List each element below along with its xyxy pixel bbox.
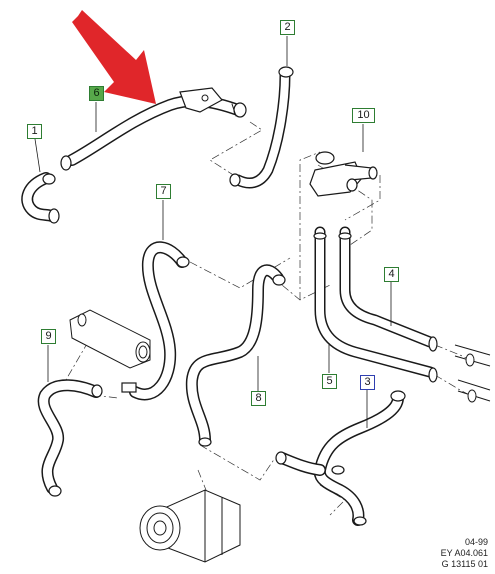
part-label-3: 3 (360, 375, 375, 390)
hose-2 (229, 66, 294, 189)
part-label-5: 5 (322, 374, 337, 389)
hose-1 (21, 172, 60, 224)
part-label-2: 2 (280, 20, 295, 35)
part-label-7: 7 (156, 184, 171, 199)
pipe-stubs (454, 344, 491, 403)
part-label-8: 8 (251, 391, 266, 406)
filter-housing (139, 489, 241, 563)
part-label-4: 4 (384, 267, 399, 282)
diagram-code-secondary: G 13115 01 (441, 559, 488, 569)
label-leaders (34, 36, 392, 428)
leader-lines (59, 121, 476, 516)
hose-9 (37, 379, 103, 497)
diagram-date: 04-99 (464, 537, 488, 547)
part-label-10: 10 (352, 108, 375, 123)
sensor-housing (69, 309, 151, 369)
diagram-reference: 04-99 EY A04.061 G 13115 01 (441, 537, 488, 570)
hose-4-5 (313, 226, 438, 383)
diagram-code-primary: EY A04.061 (440, 548, 488, 558)
part-label-6: 6 (89, 86, 104, 101)
connector-10 (309, 151, 378, 197)
hose-6 (60, 87, 247, 171)
hose-7 (121, 241, 190, 401)
part-label-9: 9 (41, 329, 56, 344)
red-arrow-icon (72, 10, 156, 104)
hose-8 (185, 264, 286, 447)
hose-3 (275, 390, 406, 526)
part-label-1: 1 (27, 124, 42, 139)
